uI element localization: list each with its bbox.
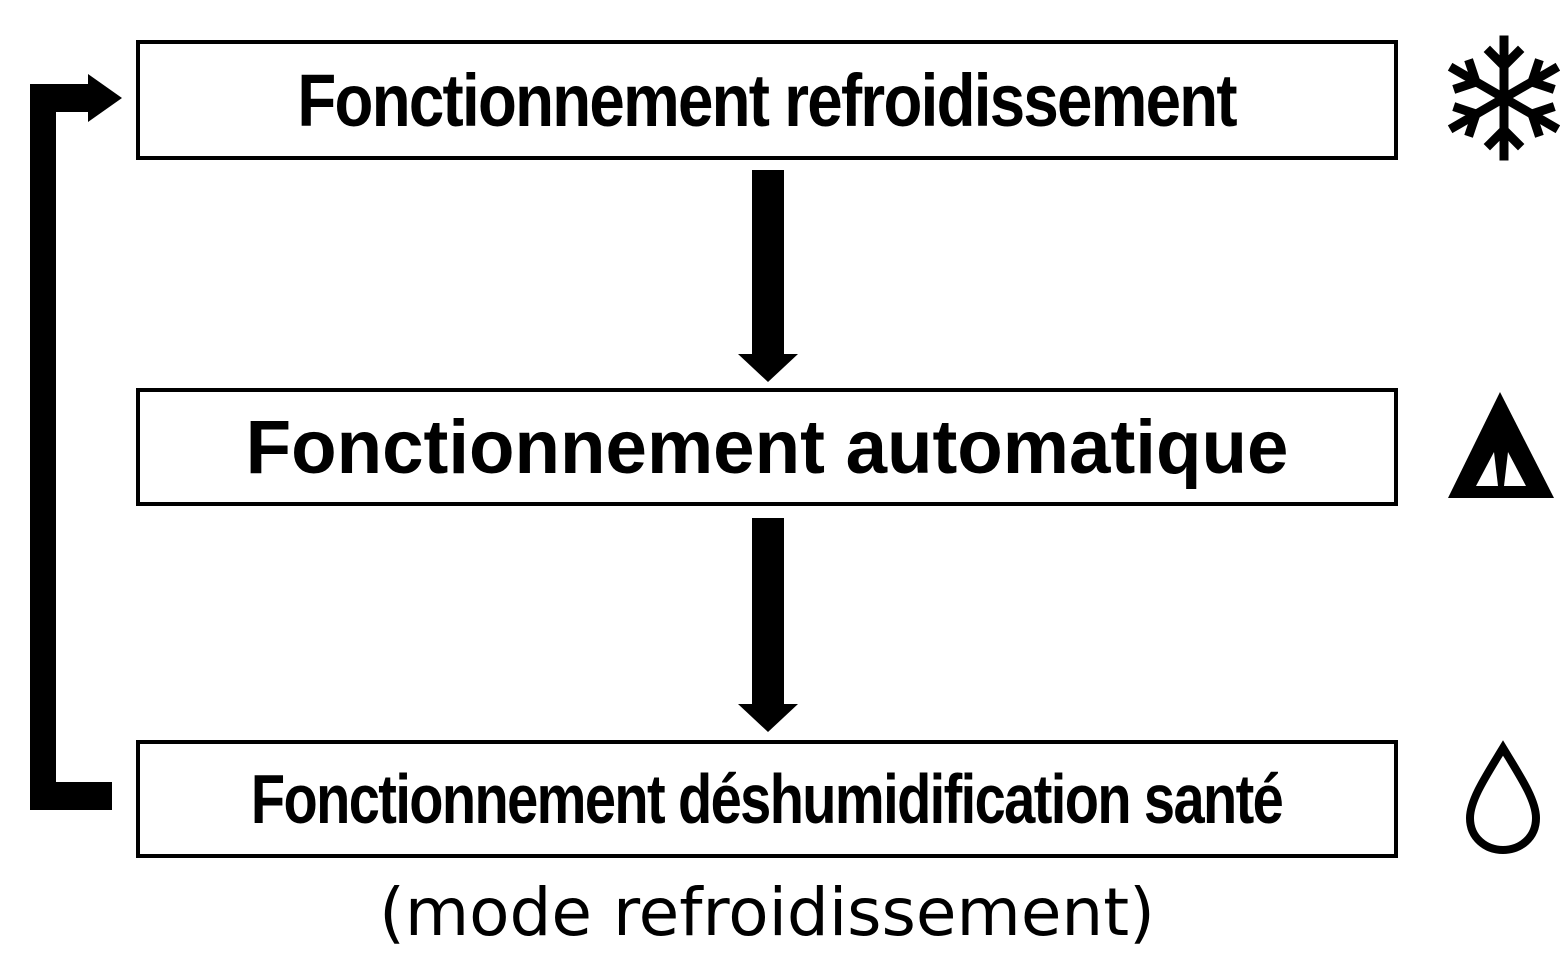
mode-box-dehumidify[interactable]: Fonctionnement déshumidification santé [136,740,1398,858]
return-loop-arrow [30,74,122,810]
snowflake-icon [1447,35,1560,161]
mode-box-cooling[interactable]: Fonctionnement refroidissement [136,40,1398,160]
auto-mode-icon [1448,392,1554,498]
arrow-cool-to-auto [738,170,798,382]
mode-label-dehumidify: Fonctionnement déshumidification santé [251,760,1284,838]
mode-label-auto: Fonctionnement automatique [245,404,1289,490]
mode-box-auto[interactable]: Fonctionnement automatique [136,388,1398,506]
mode-caption: (mode refroidissement) [379,874,1155,951]
water-drop-icon [1465,740,1541,855]
arrow-auto-to-dry [738,518,798,732]
mode-label-cooling: Fonctionnement refroidissement [297,58,1238,142]
